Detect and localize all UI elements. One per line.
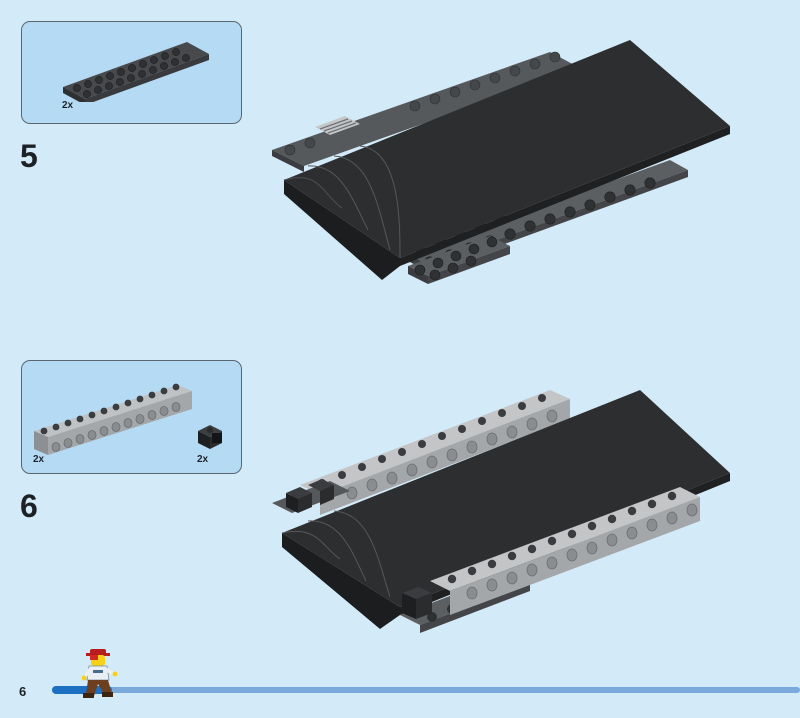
step-number: 5 <box>20 138 38 174</box>
page-number: 6 <box>19 684 27 699</box>
part-quantity: 2x <box>33 454 45 465</box>
black-brick-1x1-with-clip <box>198 425 222 449</box>
part-quantity: 2x <box>62 100 74 111</box>
assembly-illustration-step-6 <box>272 390 730 633</box>
light-grey-technic-brick-1x12 <box>34 383 192 455</box>
step-number: 6 <box>20 488 38 524</box>
dark-grey-plate-2x10 <box>63 42 209 102</box>
minifigure-progress-marker <box>82 649 118 698</box>
assembly-illustration-step-5 <box>272 40 730 284</box>
part-quantity: 2x <box>197 454 209 465</box>
parts-callout-step-5: 2x <box>21 21 242 124</box>
progress-bar <box>52 686 800 694</box>
parts-callout-step-6: 2x 2x <box>21 360 242 474</box>
